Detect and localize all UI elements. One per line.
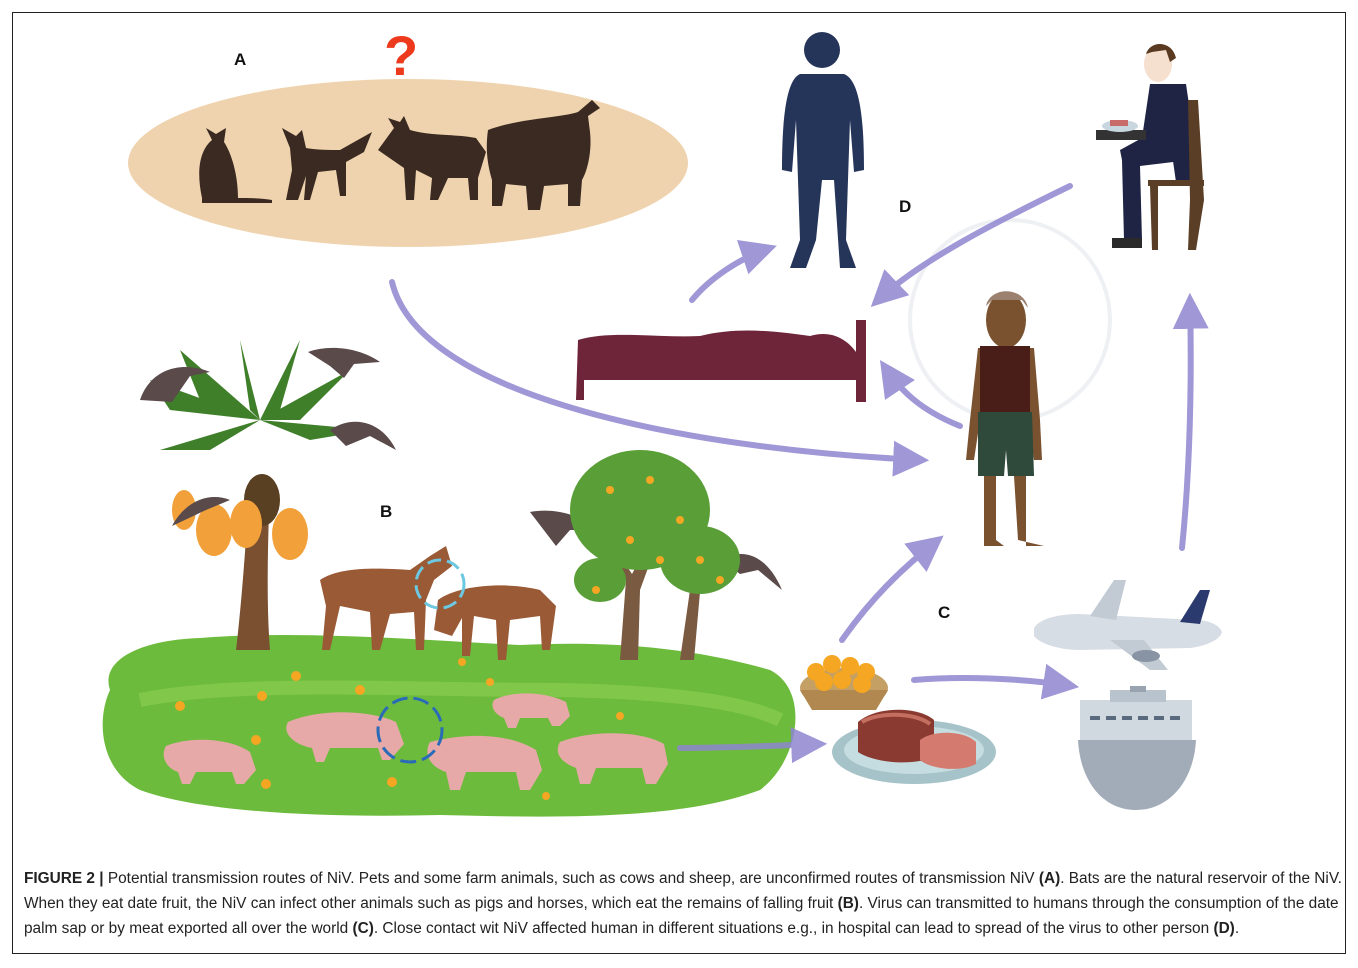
orange-tree-icon	[570, 450, 740, 660]
arrow-villager-to-bed	[884, 366, 960, 426]
figure-caption: FIGURE 2 | Potential transmission routes…	[24, 866, 1342, 941]
arrow-food-to-villager	[842, 540, 938, 640]
arrow-bed-to-person	[692, 248, 770, 300]
bat-icon	[330, 422, 396, 450]
standing-man-icon	[782, 32, 864, 268]
bat-icon	[308, 348, 380, 378]
figure-label: FIGURE 2 |	[24, 870, 104, 887]
fruit-basket-icon	[800, 655, 888, 710]
panel-label-a: A	[234, 50, 246, 70]
caption-ref-a: (A)	[1039, 870, 1060, 887]
caption-ref-c: (C)	[353, 920, 374, 937]
airplane-icon	[1034, 580, 1222, 670]
caption-text-1: Potential transmission routes of NiV. Pe…	[104, 870, 1039, 887]
transmission-illustration	[0, 0, 1358, 860]
seated-man-icon	[1096, 44, 1204, 250]
caption-text-5: .	[1235, 920, 1239, 937]
bed-icon	[576, 320, 866, 402]
arrow-food-to-transport	[914, 678, 1072, 686]
panel-label-c: C	[938, 603, 950, 623]
caption-ref-d: (D)	[1213, 920, 1234, 937]
panel-label-b: B	[380, 502, 392, 522]
arrow-travel-to-seated	[1182, 300, 1191, 548]
meat-plate-icon	[832, 710, 996, 784]
question-mark-icon: ?	[384, 28, 418, 84]
ship-icon	[1078, 686, 1196, 810]
caption-ref-b: (B)	[838, 895, 859, 912]
grass-field	[103, 635, 796, 817]
villager-icon	[966, 291, 1044, 546]
panel-label-d: D	[899, 197, 911, 217]
caption-text-4: . Close contact wit NiV affected human i…	[374, 920, 1214, 937]
